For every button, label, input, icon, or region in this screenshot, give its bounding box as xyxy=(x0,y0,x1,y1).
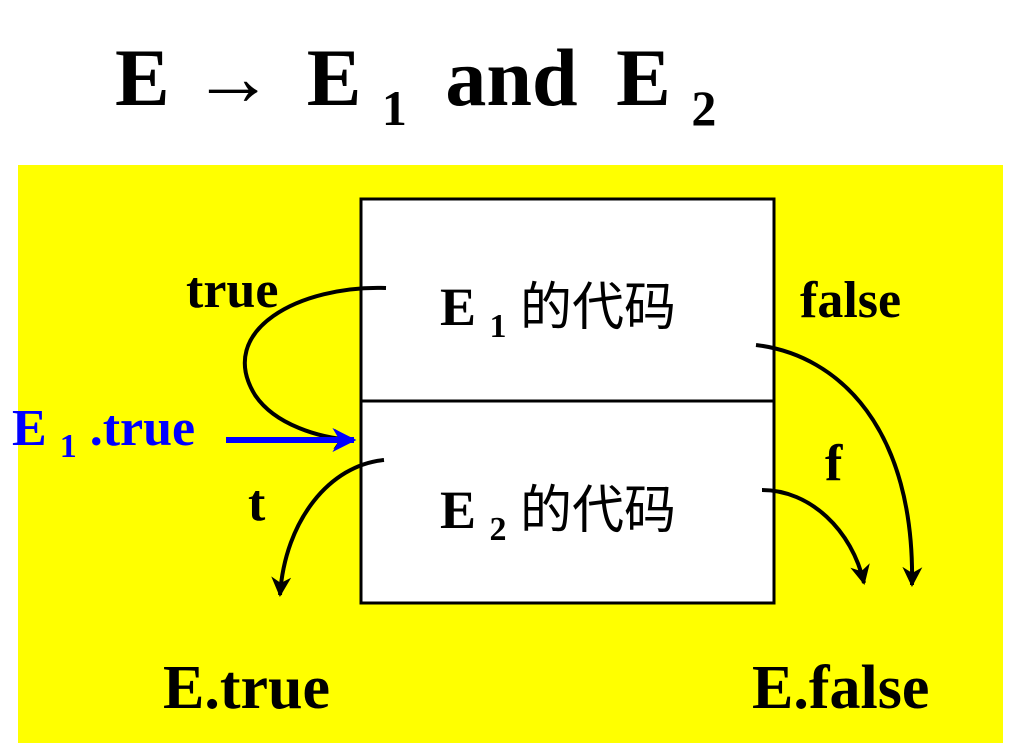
arrow-false xyxy=(755,343,923,587)
e2-code-e: E xyxy=(440,480,476,540)
label-t: t xyxy=(248,475,266,532)
e1-true-sub: 1 xyxy=(60,428,77,465)
title-op: and xyxy=(445,32,577,123)
e1-code-e: E xyxy=(440,277,476,337)
output-e-false: E.false xyxy=(752,654,929,722)
e2-code-text: 的代码 xyxy=(520,481,676,541)
e1-code-text: 的代码 xyxy=(520,278,676,338)
arrow-true xyxy=(242,285,387,449)
arrow-t xyxy=(271,458,385,597)
e2-code-sub: 2 xyxy=(490,511,507,548)
title-e2: E xyxy=(616,32,671,123)
arrow-f xyxy=(761,488,870,585)
e1-code-sub: 1 xyxy=(490,308,507,345)
label-f: f xyxy=(825,435,843,492)
output-e-true: E.true xyxy=(163,654,330,722)
title-e1: E xyxy=(307,32,362,123)
e2-code-label: E 2 的代码 xyxy=(440,480,676,552)
e1-true-label: E 1 .true xyxy=(12,400,195,469)
e1-true-rest: .true xyxy=(90,400,195,457)
title-e1-sub: 1 xyxy=(382,80,407,136)
title-lhs: E xyxy=(115,32,170,123)
label-false: false xyxy=(800,272,901,329)
e1-code-label: E 1 的代码 xyxy=(440,277,676,349)
e1-true-e: E xyxy=(12,400,47,457)
title-e2-sub: 2 xyxy=(691,80,716,136)
page-title: E → E 1 and E 2 xyxy=(115,32,716,143)
e1-code-block xyxy=(359,197,776,403)
label-true: true xyxy=(186,262,278,319)
title-arrow: → xyxy=(192,32,274,123)
e2-code-block xyxy=(359,399,776,605)
